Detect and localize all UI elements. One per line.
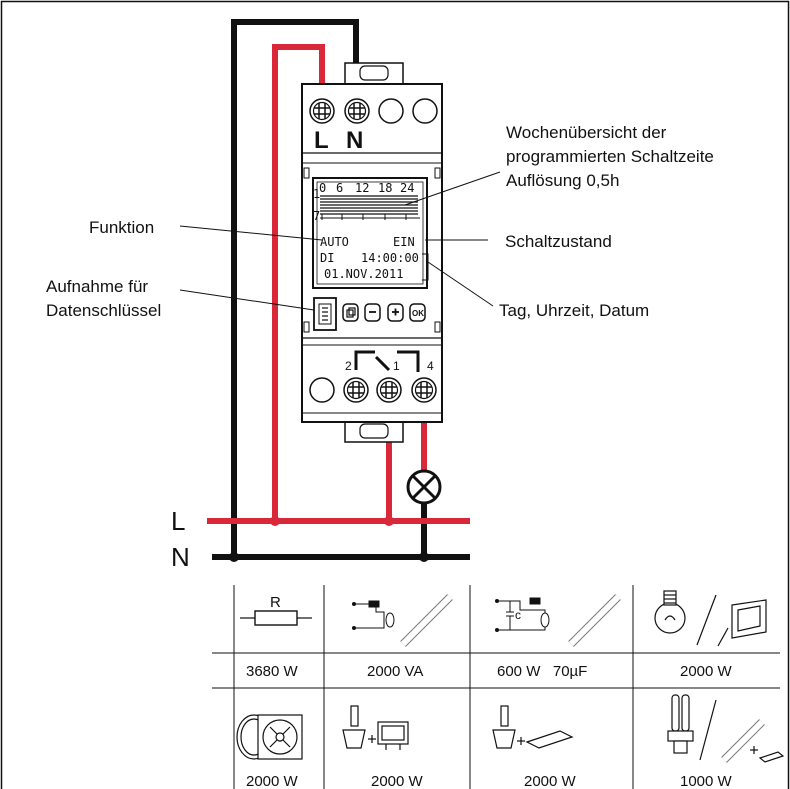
relay-terminal-2-label: 2: [345, 359, 352, 373]
unused-terminal: [378, 98, 404, 124]
label-resolution: Auflösung 0,5h: [506, 171, 620, 190]
live-wires: [207, 44, 470, 526]
lcd-switch-state: EIN: [393, 235, 415, 249]
label-week-overview-line2: programmierten Schaltzeite: [506, 147, 714, 166]
bus-label-n: N: [171, 542, 190, 572]
lcd-scale-6: 6: [336, 181, 343, 195]
menu-icon: [346, 307, 356, 318]
callout-lines: [179, 171, 501, 311]
neutral-wires: [212, 19, 470, 562]
relay-contact-icon: [354, 350, 420, 372]
resistor-icon: R: [240, 594, 312, 626]
lcd-date: 01.NOV.2011: [324, 267, 403, 281]
label-week-overview-line1: Wochenübersicht der: [506, 123, 667, 142]
ok-button[interactable]: OK: [409, 303, 426, 322]
load-value-incandescent: 2000 W: [680, 663, 733, 680]
week-overview-bars: [320, 195, 420, 220]
load-value-fluorescent: 2000 VA: [367, 663, 423, 680]
terminal-4-screw: [411, 377, 437, 403]
terminal-l-label: L: [314, 127, 329, 154]
terminal-2-screw: [343, 377, 369, 403]
load-value-lv-halogen-transformer: 2000 W: [371, 773, 424, 789]
unused-terminal: [412, 98, 438, 124]
load-table: [212, 585, 780, 789]
compact-fluorescent-icon: [667, 694, 785, 763]
lcd-scale-12: 12: [355, 181, 369, 195]
lcd-weekday: DI: [320, 251, 334, 265]
label-schaltzustand: Schaltzustand: [505, 232, 612, 251]
load-value-resistive: 3680 W: [246, 663, 299, 680]
lcd-time: 14:00:00: [361, 251, 419, 265]
load-value-fluorescent-compensated: 600 W 70µF: [497, 663, 587, 680]
fluorescent-uncompensated-icon: [352, 594, 453, 647]
label-funktion: Funktion: [89, 218, 155, 237]
lcd-scale-24: 24: [400, 181, 414, 195]
low-voltage-halogen-electronic-icon: [492, 705, 574, 749]
lcd-scale-0: 0: [319, 181, 326, 195]
load-value-motor: 2000 W: [246, 773, 299, 789]
incandescent-halogen-icon: [654, 590, 767, 647]
lcd-scale-18: 18: [378, 181, 392, 195]
relay-terminal-4-label: 4: [427, 359, 434, 373]
resistor-label: R: [270, 594, 281, 611]
plus-icon: [392, 308, 399, 316]
ok-icon: OK: [412, 309, 424, 318]
bus-label-l: L: [171, 506, 185, 536]
label-key-line1: Aufnahme für: [46, 277, 149, 296]
label-day-time-date: Tag, Uhrzeit, Datum: [499, 301, 650, 320]
menu-button[interactable]: [342, 303, 359, 322]
load-value-lv-halogen-electronic: 2000 W: [524, 773, 577, 789]
minus-button[interactable]: [364, 303, 381, 322]
fluorescent-parallel-compensated-icon: c: [495, 594, 621, 647]
timer-device: L N 0 6 12 18 24 1: [301, 62, 443, 443]
lamp-icon: [406, 469, 442, 505]
lcd-day-last: 7: [313, 209, 320, 223]
fan-motor-icon: [236, 714, 303, 760]
terminal-1-screw: [376, 377, 402, 403]
unused-terminal: [309, 377, 335, 403]
relay-terminal-1-label: 1: [393, 359, 400, 373]
capacitor-label: c: [515, 608, 521, 622]
plus-button[interactable]: [387, 303, 404, 322]
lcd-day-first: 1: [313, 187, 320, 201]
terminal-n-screw: [344, 98, 370, 124]
label-key-line2: Datenschlüssel: [46, 301, 162, 320]
terminal-n-label: N: [346, 127, 363, 154]
load-value-compact-fluorescent: 1000 W: [680, 773, 733, 789]
lcd-function: AUTO: [320, 235, 349, 249]
terminal-l-screw: [309, 98, 335, 124]
low-voltage-halogen-transformer-icon: [342, 705, 409, 750]
